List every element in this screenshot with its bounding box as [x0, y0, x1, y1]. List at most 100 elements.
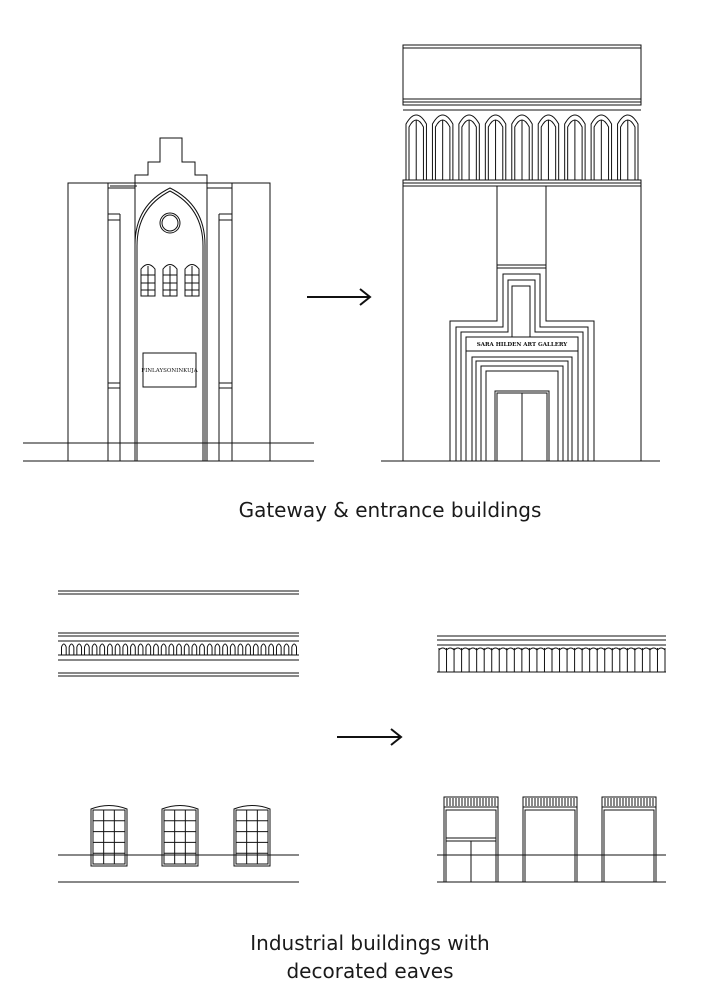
decorated-eave-arches: [61, 643, 297, 655]
eave-bracket-curve: [438, 647, 447, 651]
arched-window: [162, 264, 178, 297]
window-frame: [90, 805, 128, 867]
round-window-inner: [161, 214, 179, 232]
door-frame-inner: [485, 370, 559, 461]
gothic-arch-inner: [136, 190, 204, 461]
eave-bracket-curve: [529, 647, 538, 651]
opening-glazing: [603, 809, 655, 883]
eave-bracket-curve: [604, 647, 613, 651]
eave-bracket-curve: [574, 647, 583, 651]
arched-window: [184, 264, 200, 297]
eave-arch: [168, 643, 175, 655]
eave-arch: [107, 643, 113, 655]
eave-bracket-curve: [453, 647, 462, 651]
portal-frame-3: [460, 279, 584, 461]
eave-arch: [130, 643, 136, 655]
opening-frame: [601, 806, 657, 883]
shopfront-opening: [443, 796, 499, 883]
door-frame: [475, 360, 569, 461]
eave-arch: [291, 643, 297, 655]
window-glazing: [163, 809, 197, 865]
arcade-arch: [431, 114, 454, 180]
eave-arch: [275, 643, 282, 655]
eave-arch: [183, 643, 190, 655]
industrial-after-elevation: [437, 635, 666, 883]
eave-arch: [153, 643, 159, 655]
portal-frame-2: [455, 273, 589, 461]
eave-arch: [214, 643, 221, 655]
simplified-eave-brackets: [438, 647, 666, 672]
eave-bracket-curve: [498, 647, 508, 651]
door-frame-outer: [471, 356, 573, 461]
eave-bracket-curve: [483, 647, 493, 651]
shopfront-opening: [522, 796, 578, 883]
gallery-sign-text: SARA HILDEN ART GALLERY: [477, 342, 568, 348]
window-glazing: [92, 809, 126, 865]
round-window: [159, 212, 181, 234]
industrial-caption-line2: decorated eaves: [286, 959, 454, 983]
eave-arch: [229, 643, 236, 655]
eave-bracket-curve: [566, 647, 575, 651]
eave-arch: [145, 643, 152, 655]
eave-arch: [206, 643, 213, 655]
eave-bracket-curve: [642, 647, 651, 651]
eave-arch: [137, 643, 144, 655]
eave-arch: [268, 643, 274, 655]
eave-bracket-curve: [649, 647, 658, 651]
gothic-arch: [134, 187, 206, 461]
eave-arch: [199, 643, 205, 655]
eave-bracket-curve: [476, 647, 485, 651]
gateway-before-elevation: FINLAYSONINKUJA: [23, 137, 314, 462]
eave-arch: [91, 643, 98, 655]
gateway-after-elevation: SARA HILDEN ART GALLERY: [381, 44, 660, 462]
arcade-arch: [564, 114, 586, 180]
arched-window-group: [140, 264, 200, 297]
eave-bracket-curve: [446, 647, 455, 651]
eave-bracket-curve: [611, 647, 621, 651]
eave-arch: [245, 643, 251, 655]
eave-arch: [252, 643, 259, 655]
industrial-caption: Industrial buildings with decorated eave…: [160, 929, 580, 985]
eave-bracket-curve: [559, 647, 568, 651]
eave-bracket-curve: [626, 647, 636, 651]
eave-arch: [176, 643, 182, 655]
parapet: [402, 44, 642, 100]
industrial-before-elevation: [58, 590, 299, 883]
eave-bracket-curve: [491, 647, 500, 651]
eave-bracket-curve: [596, 647, 606, 651]
eave-bracket-curve: [544, 647, 553, 651]
eave-bracket-curve: [657, 647, 666, 651]
eave-bracket-curve: [468, 647, 478, 651]
window-glazing: [235, 809, 269, 865]
opening-glazing: [524, 809, 576, 883]
eave-bracket-curve: [461, 647, 470, 651]
eave-arch: [114, 643, 121, 655]
window-frame: [233, 805, 271, 867]
eave-arch: [283, 643, 290, 655]
eave-arch: [84, 643, 90, 655]
pilaster-left: [107, 187, 136, 462]
arcade-arch: [590, 114, 613, 180]
finlayson-sign: [142, 352, 197, 388]
arrow-right-icon: [307, 288, 372, 306]
door-frame: [480, 365, 564, 461]
eave-bracket-curve: [521, 647, 530, 651]
portal-frame-1: [449, 267, 595, 461]
arcade-arch: [405, 114, 427, 180]
stepped-gable: [68, 137, 270, 189]
arcade-arch: [511, 114, 533, 180]
shopfront-opening-group: [443, 796, 657, 883]
industrial-window-group: [90, 805, 271, 867]
eave-bracket-curve: [506, 647, 515, 651]
opening-frame: [522, 806, 578, 883]
window-frame: [161, 805, 199, 867]
arcade-row: [403, 114, 641, 181]
eave-arch: [160, 643, 167, 655]
arcade-arch: [484, 114, 507, 180]
eave-arch: [191, 643, 198, 655]
eave-arch: [122, 643, 129, 655]
eave-arch: [237, 643, 244, 655]
eave-arch: [61, 643, 67, 655]
